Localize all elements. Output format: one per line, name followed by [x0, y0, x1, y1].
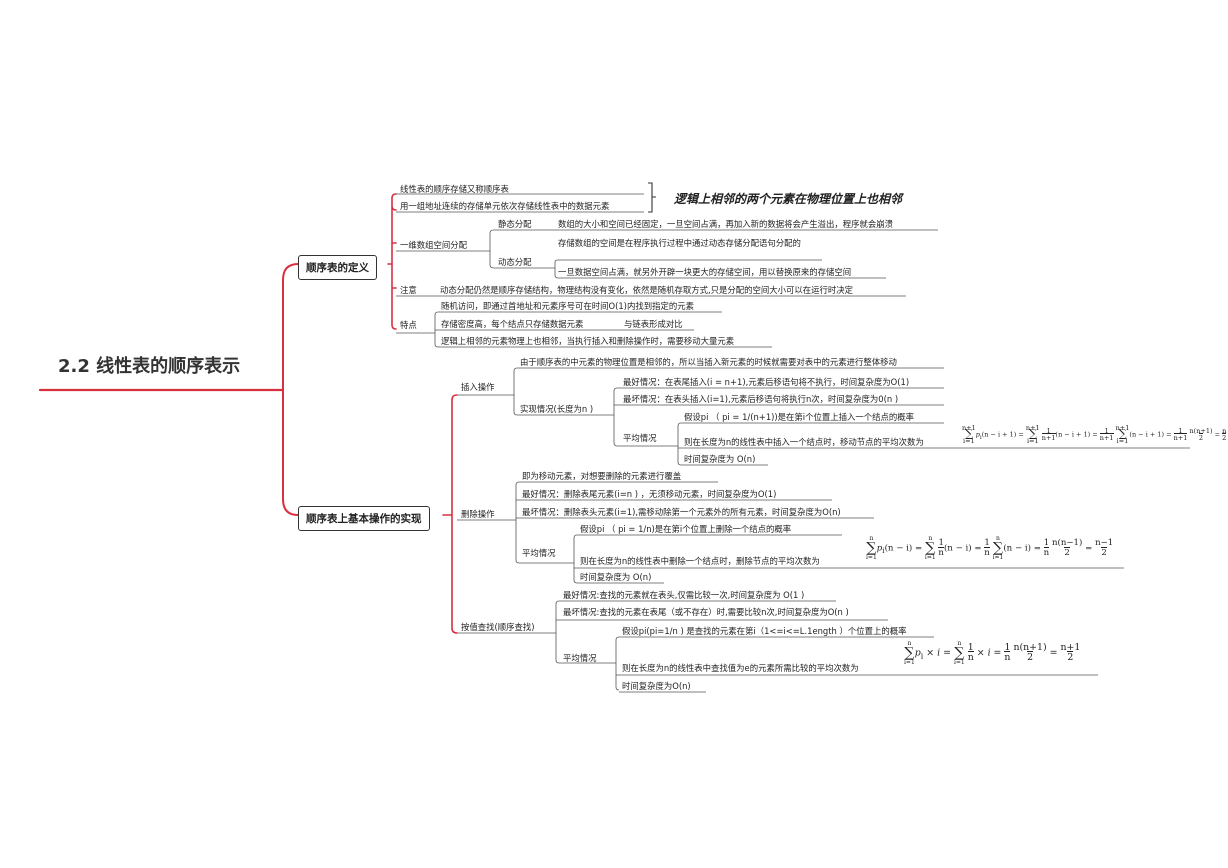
- insert-label: 插入操作: [461, 382, 495, 392]
- ops-branch-bracket: [442, 394, 458, 634]
- search-best: 最好情况:查找的元素就在表头,仅需比较一次,时间复杂度为 O(1 ): [563, 590, 805, 600]
- insert-case-label: 实现情况(长度为n ): [520, 404, 594, 414]
- search-worst: 最坏情况:查找的元素在表尾（或不存在）时,需要比较n次,时间复杂度为O(n ): [563, 607, 849, 617]
- delete-avg-3: 时间复杂度为 O(n): [580, 572, 652, 582]
- insert-best: 最好情况：在表尾插入(i = n+1),元素后移语句将不执行，时间复杂度为O(1…: [623, 377, 910, 387]
- alloc-dynamic-label: 动态分配: [498, 257, 532, 267]
- alloc-static-text: 数组的大小和空间已经固定，一旦空间占满，再加入新的数据将会产生溢出，程序就会崩溃: [558, 219, 893, 229]
- topic-definition[interactable]: 顺序表的定义: [298, 255, 377, 280]
- insert-worst: 最坏情况：在表头插入(i=1),元素后移语句将执行n次，时间复杂度为0(n ): [623, 394, 899, 404]
- insert-desc: 由于顺序表的中元素的物理位置是相邻的，所以当插入新元素的时候就需要对表中的元素进…: [520, 357, 897, 367]
- alloc-dynamic-text-2: 一旦数据空间占满，就另外开辟一块更大的存储空间，用以替换原来的存储空间: [558, 267, 852, 277]
- topic-operations[interactable]: 顺序表上基本操作的实现: [298, 506, 430, 531]
- delete-avg-label: 平均情况: [522, 548, 556, 558]
- search-avg-3: 时间复杂度为O(n): [622, 681, 691, 691]
- delete-avg-1: 假设pi （ pi = 1/n)是在第i个位置上删除一个结点的概率: [580, 524, 792, 534]
- attention-text: 动态分配仍然是顺序存储结构，物理结构没有变化，依然是随机存取方式,只是分配的空间…: [440, 285, 854, 295]
- feature-2: 存储密度高，每个结点只存储数据元素: [441, 319, 584, 329]
- delete-desc: 即为移动元素，对想要删除的元素进行覆盖: [522, 471, 682, 481]
- alloc-label: 一维数组空间分配: [400, 240, 467, 250]
- feature-1: 随机访问，即通过首地址和元素序号可在时间O(1)内找到指定的元素: [441, 301, 694, 311]
- attention-label: 注意: [400, 285, 417, 295]
- delete-label: 删除操作: [461, 509, 495, 519]
- def-note: 逻辑上相邻的两个元素在物理位置上也相邻: [674, 192, 903, 206]
- search-avg-2: 则在长度为n的线性表中查找值为e的元素所需比较的平均次数为: [622, 663, 859, 673]
- search-avg-1: 假设pi(pi=1/n ) 是查找的元素在第i（1<=i<=L.1ength ）…: [622, 626, 907, 636]
- insert-avg-2: 则在长度为n的线性表中插入一个结点时，移动节点的平均次数为: [684, 437, 924, 447]
- insert-avg-3: 时间复杂度为 O(n): [684, 454, 756, 464]
- insert-avg-label: 平均情况: [623, 433, 657, 443]
- def-branch-bracket: [387, 193, 397, 330]
- delete-avg-2: 则在长度为n的线性表中删除一个结点时，删除节点的平均次数为: [580, 556, 820, 566]
- trunk-to-ops: [282, 389, 299, 516]
- feature-2-note: 与链表形成对比: [624, 319, 683, 329]
- search-avg-label: 平均情况: [563, 653, 597, 663]
- search-label: 按值查找(顺序查找): [461, 622, 535, 632]
- trunk-to-def: [282, 263, 299, 391]
- features-label: 特点: [400, 320, 417, 330]
- def-intro-2: 用一组地址连续的存储单元依次存储线性表中的数据元素: [400, 201, 610, 211]
- feature-3: 逻辑上相邻的元素物理上也相邻，当执行插入和删除操作时，需要移动大量元素: [441, 336, 735, 346]
- root-title: 2.2 线性表的顺序表示: [58, 356, 241, 377]
- def-intro-1: 线性表的顺序存储又称顺序表: [400, 184, 509, 194]
- delete-worst: 最坏情况：删除表头元素(i=1),需移动除第一个元素外的所有元素，时间复杂度为O…: [522, 507, 841, 517]
- delete-best: 最好情况：删除表尾元素(i=n ) ，无须移动元素，时间复杂度为O(1): [522, 489, 777, 499]
- alloc-dynamic-text-1: 存储数组的空间是在程序执行过程中通过动态存储分配语句分配的: [558, 238, 801, 248]
- alloc-static-label: 静态分配: [498, 219, 532, 229]
- insert-avg-1: 假设pi （ pi = 1/(n+1))是在第i个位置上插入一个结点的概率: [684, 412, 915, 422]
